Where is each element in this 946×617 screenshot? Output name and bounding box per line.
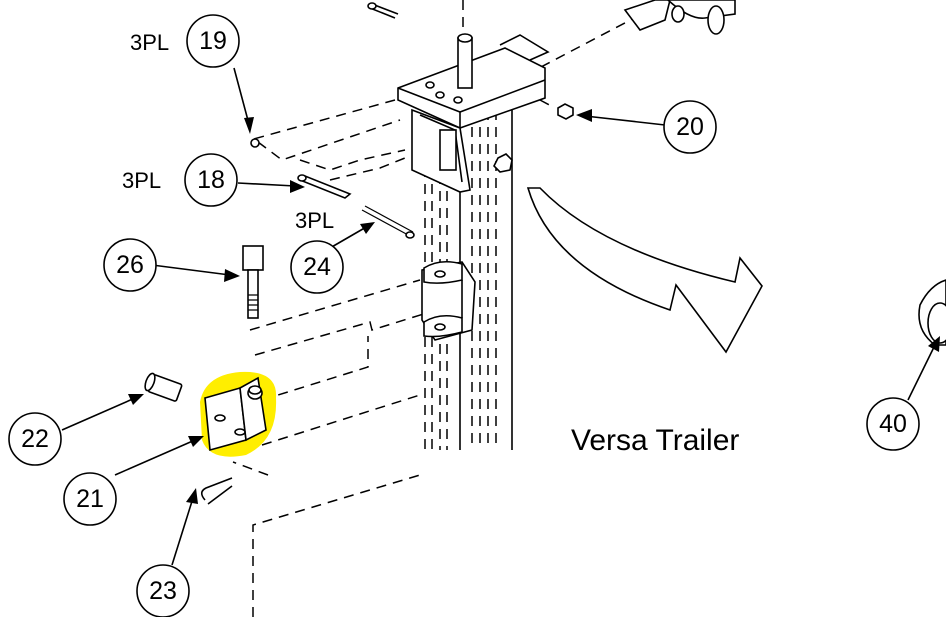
callout-26-number: 26 bbox=[116, 251, 144, 279]
callout-24: 3PL 24 bbox=[290, 208, 344, 294]
assembly-lines bbox=[232, 0, 641, 617]
part-23-cotter-pin bbox=[200, 477, 233, 505]
callout-24-qty: 3PL bbox=[295, 208, 334, 233]
callout-20-number: 20 bbox=[676, 113, 704, 141]
callout-19: 3PL 19 bbox=[130, 14, 240, 68]
part-20-nut bbox=[557, 103, 574, 120]
callout-40: 40 bbox=[866, 397, 920, 451]
top-right-part bbox=[623, 0, 736, 35]
callout-40-number: 40 bbox=[879, 410, 907, 438]
post-u-bracket bbox=[421, 260, 476, 341]
part-26-bolt bbox=[242, 245, 264, 319]
diagram-title: Versa Trailer bbox=[571, 424, 739, 457]
callout-23: 23 bbox=[136, 564, 190, 617]
part-19-nut bbox=[250, 138, 260, 148]
callout-18-qty: 3PL bbox=[122, 168, 161, 193]
callout-20: 20 bbox=[663, 100, 717, 154]
curved-arrow bbox=[526, 187, 763, 354]
part-22-pin bbox=[144, 372, 183, 402]
callout-18-number: 18 bbox=[197, 166, 225, 194]
callout-26: 26 bbox=[103, 238, 157, 292]
part-21-hinge-bracket-highlighted[interactable] bbox=[200, 371, 277, 457]
right-edge-part bbox=[918, 279, 946, 346]
top-plate-assembly bbox=[367, 2, 550, 193]
part-18-pin bbox=[297, 174, 352, 199]
callout-21: 21 bbox=[63, 472, 117, 526]
callout-24-number: 24 bbox=[303, 253, 331, 281]
callout-22: 22 bbox=[8, 412, 62, 466]
callout-21-number: 21 bbox=[76, 485, 104, 513]
leader-lines bbox=[61, 67, 940, 566]
part-24-pin bbox=[361, 205, 415, 239]
callout-22-number: 22 bbox=[21, 425, 49, 453]
callout-19-qty: 3PL bbox=[130, 30, 169, 55]
callout-23-number: 23 bbox=[149, 577, 177, 605]
callout-19-number: 19 bbox=[199, 27, 227, 55]
callout-18: 3PL 18 bbox=[122, 153, 238, 207]
